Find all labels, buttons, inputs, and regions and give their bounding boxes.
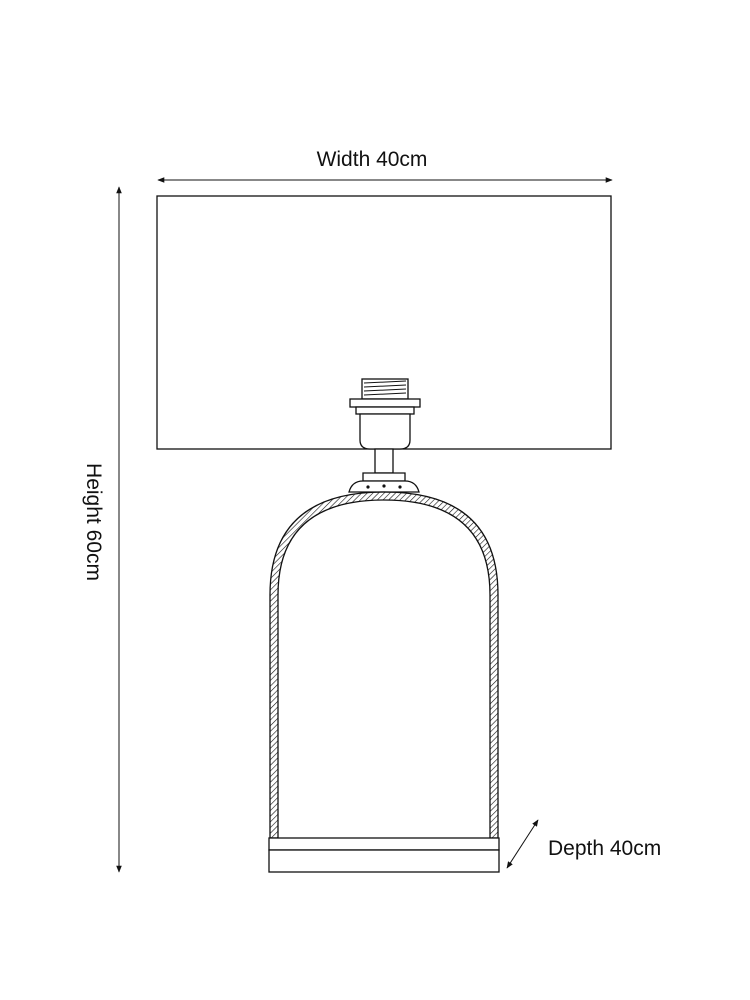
glass-dome — [269, 491, 499, 839]
lamp-base — [268, 837, 500, 873]
depth-dimension: Depth 40cm — [506, 819, 661, 869]
height-dimension: Height 60cm — [82, 186, 122, 873]
bulb-holder — [348, 378, 421, 493]
socket-body — [359, 413, 411, 450]
base-plinth — [268, 849, 500, 873]
socket-collar — [349, 398, 421, 408]
base-top-rim — [268, 837, 500, 851]
height-label: Height 60cm — [82, 463, 105, 581]
lamp-stem — [374, 448, 394, 474]
depth-arrow — [506, 819, 539, 869]
depth-label: Depth 40cm — [548, 837, 661, 860]
width-label: Width 40cm — [317, 148, 428, 171]
width-dimension: Width 40cm — [157, 148, 613, 183]
